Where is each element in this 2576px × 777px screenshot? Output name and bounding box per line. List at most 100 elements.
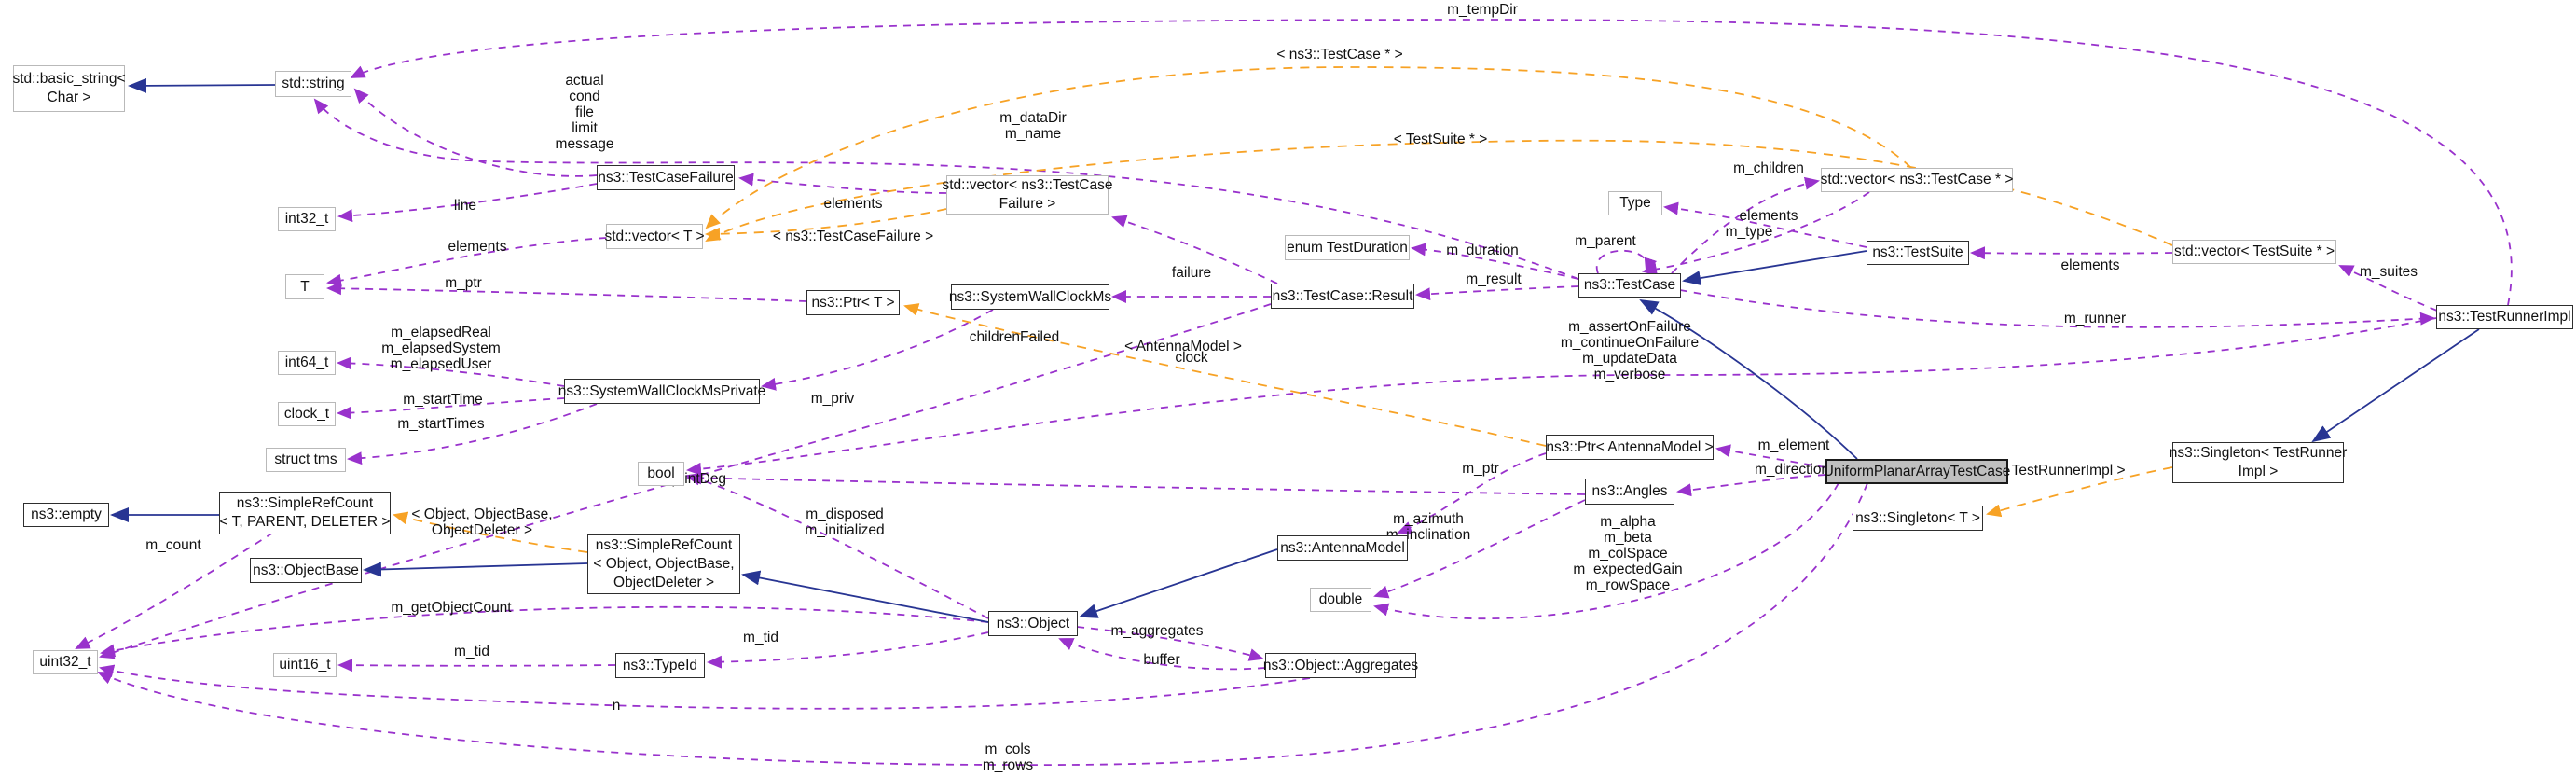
edge-label-line: m_colSpace [1588,546,1668,562]
edge-label-line: m_duration [1446,243,1519,258]
edge-label-line: m_beta [1604,530,1652,546]
node-label: ns3::SimpleRefCount [236,495,374,511]
node-objectbase[interactable]: ns3::ObjectBase [250,558,362,583]
edge-ts-to-type [1663,201,1867,248]
node-label: double [1318,591,1363,607]
edge-label-childrenfailed: childrenFailed [970,329,1060,345]
node-object[interactable]: ns3::Object [988,611,1078,636]
node-int64-t[interactable]: int64_t [278,351,336,375]
edge-label-line: elements [448,239,507,255]
edge-label-line: m_tid [454,644,489,659]
node-bool[interactable]: bool [638,462,684,486]
edge-label-line: buffer [1143,652,1180,668]
edge-label-m-starttime: m_startTime [403,392,483,408]
node-uniformplanararraytestcase: UniformPlanarArrayTestCase [1823,459,2011,484]
node-label: int64_t [284,354,329,370]
node-label: struct tms [274,451,337,467]
node-vector-t[interactable]: std::vector< T > [604,224,705,249]
edge-label-m-ptr-t: m_ptr [445,275,482,291]
edge-obj-to-uint32-getobjcount [100,605,989,658]
node-label: ns3::TestCase::Result [1272,287,1413,304]
node-type[interactable]: Type [1608,191,1662,215]
node-testcasefailure[interactable]: ns3::TestCaseFailure [597,165,735,190]
node-vector-testcase-ptr[interactable]: std::vector< ns3::TestCase * > [1821,168,2013,192]
edge-label-line: m_alpha [1600,514,1656,530]
edge-inh-object-to-srcobj [741,570,989,623]
node-vector-testsuite-ptr[interactable]: std::vector< TestSuite * > [2172,240,2336,264]
edge-label-line: ObjectDeleter > [431,522,533,538]
node-antennamodel[interactable]: ns3::AntennaModel [1277,535,1408,561]
node-typeid[interactable]: ns3::TypeId [615,653,705,678]
edge-label-line: limit [572,120,598,136]
edge-vt-to-t-elements [326,237,607,287]
node-uint16-t[interactable]: uint16_t [273,653,337,677]
node-label: std::vector< T > [604,228,705,244]
node-label: uint16_t [279,657,331,673]
node-systemwallclockms[interactable]: ns3::SystemWallClockMs [948,284,1112,310]
node-std-string[interactable]: std::string [275,71,351,97]
node-label: enum TestDuration [1287,239,1408,256]
node-testrunnerimpl[interactable]: ns3::TestRunnerImpl [2436,305,2573,329]
node-label: UniformPlanarArrayTestCase [1823,463,2011,479]
edge-label-line: n [612,698,621,714]
edge-label-line: line [454,198,476,214]
node-systemwallclockmsprivate[interactable]: ns3::SystemWallClockMsPrivate [558,379,765,404]
edge-label-line: m_direction [1754,462,1830,478]
node-label: ns3::empty [31,506,102,522]
edge-label-templ-object: < Object, ObjectBase,ObjectDeleter > [411,506,552,538]
node-testcase[interactable]: ns3::TestCase [1578,273,1681,298]
edge-tc-to-string-datadir [313,98,1579,280]
node-ns3-empty[interactable]: ns3::empty [23,503,109,527]
edge-ptrt-to-t-mptr [326,282,807,302]
edge-obj-to-agg-maggregates [1076,626,1264,661]
edge-label-m-aggregates: m_aggregates [1110,623,1203,639]
edge-label-line: m_element [1757,437,1830,453]
edge-templ-ptram-to-ptrt [903,303,1547,447]
edge-label-m-getobjectcount: m_getObjectCount [391,600,511,616]
node-label: ns3::TestCaseFailure [598,169,734,186]
edge-label-line: m_elapsedSystem [381,340,501,356]
node-label: std::vector< TestSuite * > [2173,243,2335,259]
node-int32-t[interactable]: int32_t [278,207,336,231]
node-simplerefcount-t[interactable]: ns3::SimpleRefCount< T, PARENT, DELETER … [219,492,391,534]
node-testsuite[interactable]: ns3::TestSuite [1867,241,1969,265]
node-singleton-t[interactable]: ns3::Singleton< T > [1853,506,1983,531]
edge-templ-vts-to-vt [705,139,2173,246]
edge-label-m-duration: m_duration [1446,243,1519,258]
edge-label-line: < TestRunnerImpl > [1999,463,2126,479]
node-basic-string[interactable]: std::basic_string<Char > [12,65,126,112]
node-testcase-result[interactable]: ns3::TestCase::Result [1271,284,1414,309]
edge-angles-to-double-mazimuth [1373,499,1586,599]
edge-inh-string-to-basicstring [128,77,276,93]
edge-label-line: line [453,198,477,214]
node-label: ns3::SystemWallClockMs [948,288,1112,305]
node-simplerefcount-object[interactable]: ns3::SimpleRefCount< Object, ObjectBase,… [587,534,740,594]
edge-label-line: m_count [145,537,201,553]
node-object-aggregates[interactable]: ns3::Object::Aggregates [1263,653,1418,678]
node-uint32-t[interactable]: uint32_t [33,650,98,674]
edge-label-line: m_type [1725,224,1773,240]
node-clock-t[interactable]: clock_t [278,402,336,426]
edge-inh-testsuite-to-testcase [1682,250,1867,285]
node-label: ns3::Ptr< T > [811,294,895,311]
edge-label-line: m_cols [985,742,1031,757]
edge-label-line: elements [2060,257,2120,273]
edge-upatc-to-angles-mdirection [1676,474,1826,497]
node-label: ns3::ObjectBase [253,562,359,578]
node-ptr-antennamodel[interactable]: ns3::Ptr< AntennaModel > [1546,435,1714,460]
edge-label-line: < ns3::TestCase * > [1276,47,1403,62]
node-struct-tms[interactable]: struct tms [266,448,346,472]
edge-label-m-count: m_count [145,537,200,553]
node-ptr-t[interactable]: ns3::Ptr< T > [806,290,900,315]
edge-label-line: message [555,136,614,152]
edge-upatc-to-uint32-mcols [97,482,1868,767]
node-double[interactable]: double [1310,588,1371,612]
node-angles[interactable]: ns3::Angles [1585,479,1674,505]
node-t[interactable]: T [285,274,324,299]
node-enum-testduration[interactable]: enum TestDuration [1285,235,1410,260]
